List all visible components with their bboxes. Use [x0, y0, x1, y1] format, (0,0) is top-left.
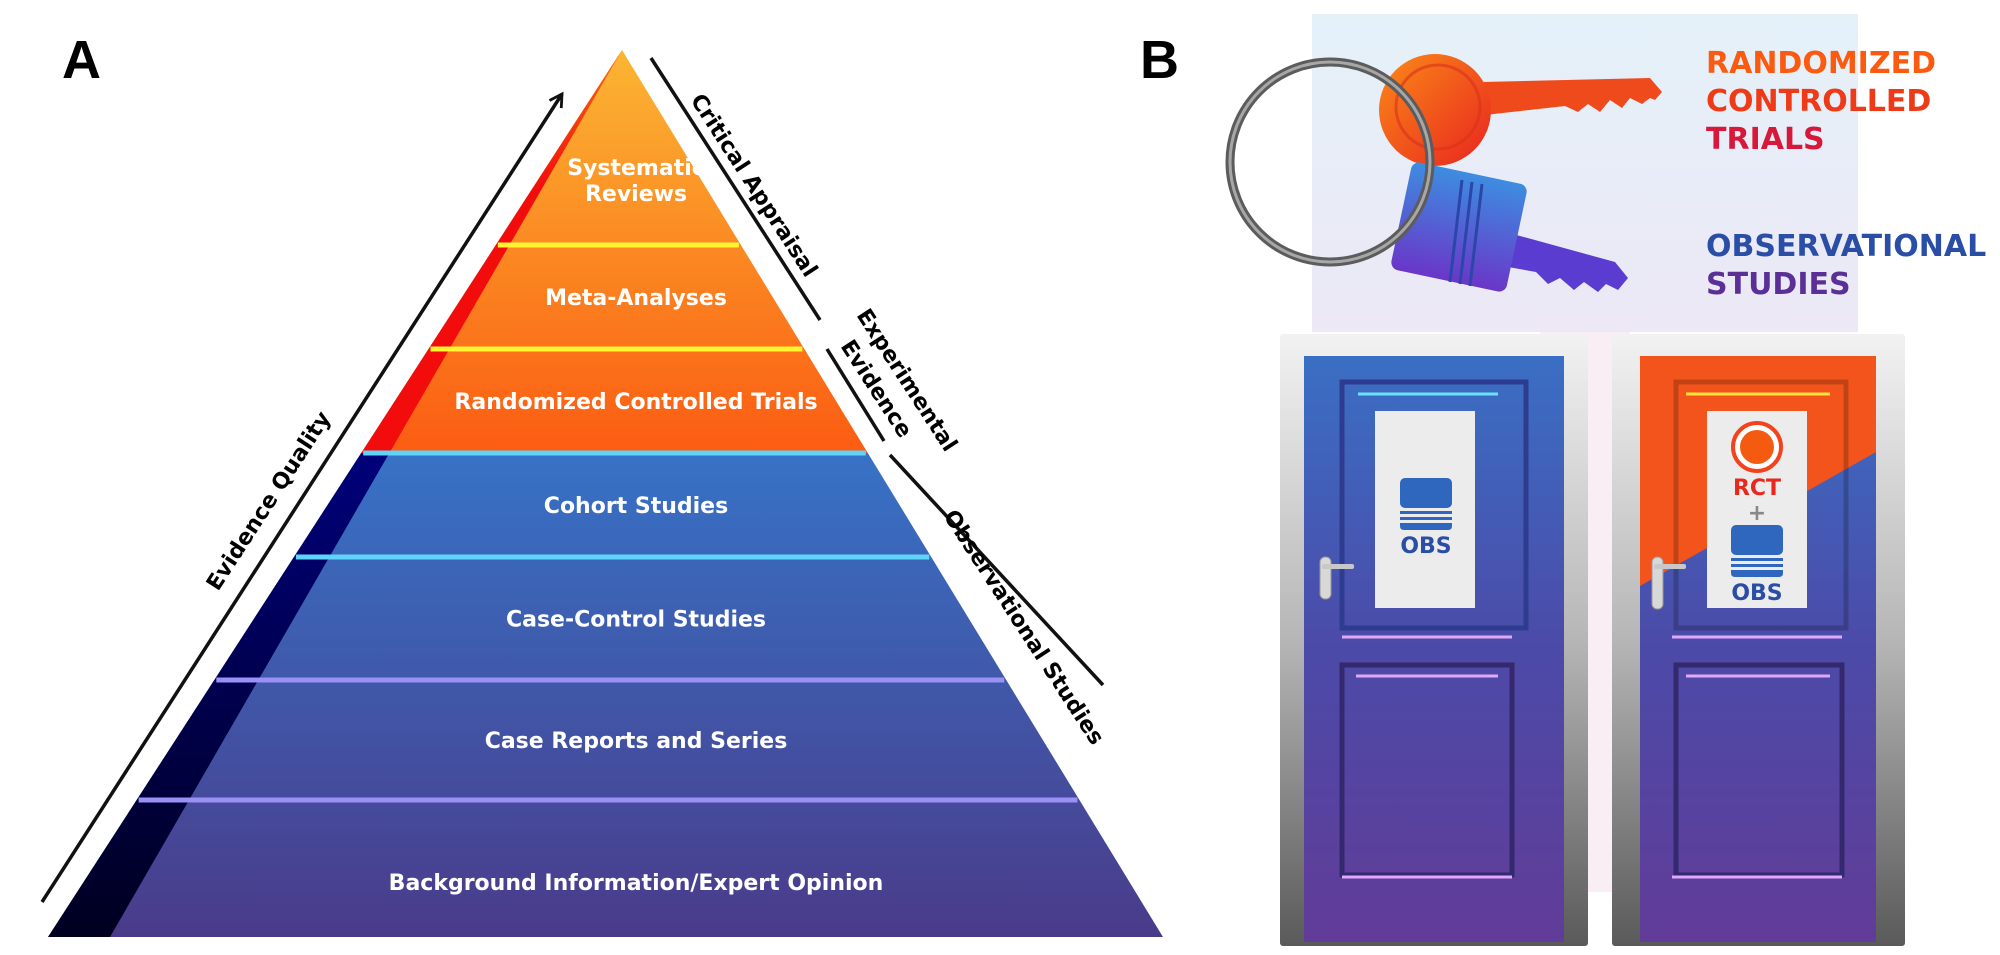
panel-a-letter: A	[62, 30, 101, 90]
rct-key-label: RANDOMIZED CONTROLLED TRIALS	[1706, 46, 1936, 157]
obs-sign-icon	[1731, 525, 1783, 577]
observational-edge-strip	[48, 453, 390, 937]
obs-label-line2: STUDIES	[1706, 267, 1851, 302]
panel-a-evidence-pyramid: A SystematicReviewsMeta-AnalysesRandomiz…	[40, 30, 1163, 937]
plus-icon: +	[1748, 501, 1766, 526]
obs-sign-text: OBS	[1731, 581, 1782, 606]
rct-label-line1: RANDOMIZED	[1706, 46, 1936, 81]
door-handle-icon	[1651, 556, 1686, 610]
rct-sign-text: RCT	[1733, 476, 1781, 501]
tier-label: Case Reports and Series	[485, 729, 788, 754]
pyramid-tier: Case Reports and Series	[138, 729, 1078, 803]
critical-appraisal-bracket	[649, 57, 822, 321]
obs-label-line1: OBSERVATIONAL	[1706, 229, 1986, 264]
experimental-evidence-bracket	[825, 348, 886, 442]
obs-sign	[1375, 411, 1475, 608]
rct-target-icon	[1731, 421, 1783, 473]
evidence-quality-arrow	[40, 91, 564, 903]
pyramid-tier: Meta-Analyses	[430, 286, 803, 352]
rct-obs-door: RCT + OBS	[1612, 334, 1905, 946]
rct-label-line3: TRIALS	[1706, 122, 1825, 157]
pyramid-tier: Cohort Studies	[295, 494, 930, 560]
panel-b-letter: B	[1140, 30, 1179, 90]
tier-label: Randomized Controlled Trials	[454, 390, 817, 415]
tier-label: Cohort Studies	[544, 494, 728, 519]
rct-label-line2: CONTROLLED	[1706, 84, 1931, 119]
tier-label: Systematic	[567, 156, 705, 181]
experimental-section-fill	[361, 50, 868, 453]
door-handle-icon	[1319, 556, 1354, 600]
obs-door: OBS	[1280, 334, 1588, 946]
panel-b-keys-doors: B RANDOMIZED CONTROLLED TRIALS OBSE	[1140, 14, 1986, 946]
obs-sign-icon	[1400, 478, 1452, 530]
tier-label: Meta-Analyses	[545, 286, 727, 311]
experimental-edge-strip	[361, 50, 622, 453]
rct-key-icon	[1379, 54, 1662, 166]
tier-label: Background Information/Expert Opinion	[389, 871, 884, 896]
tier-label: Reviews	[585, 182, 687, 207]
pyramid-tier: Randomized Controlled Trials	[363, 390, 866, 456]
obs-key-label: OBSERVATIONAL STUDIES	[1706, 229, 1986, 302]
obs-sign-text: OBS	[1400, 534, 1451, 559]
pyramid-tier: Background Information/Expert Opinion	[389, 871, 884, 896]
tier-label: Case-Control Studies	[506, 608, 766, 633]
observational-section-fill	[48, 453, 1163, 937]
observational-studies-bracket	[888, 453, 1105, 687]
evidence-pyramid: SystematicReviewsMeta-AnalysesRandomized…	[48, 50, 1163, 937]
pyramid-tier: Case-Control Studies	[216, 608, 1005, 683]
